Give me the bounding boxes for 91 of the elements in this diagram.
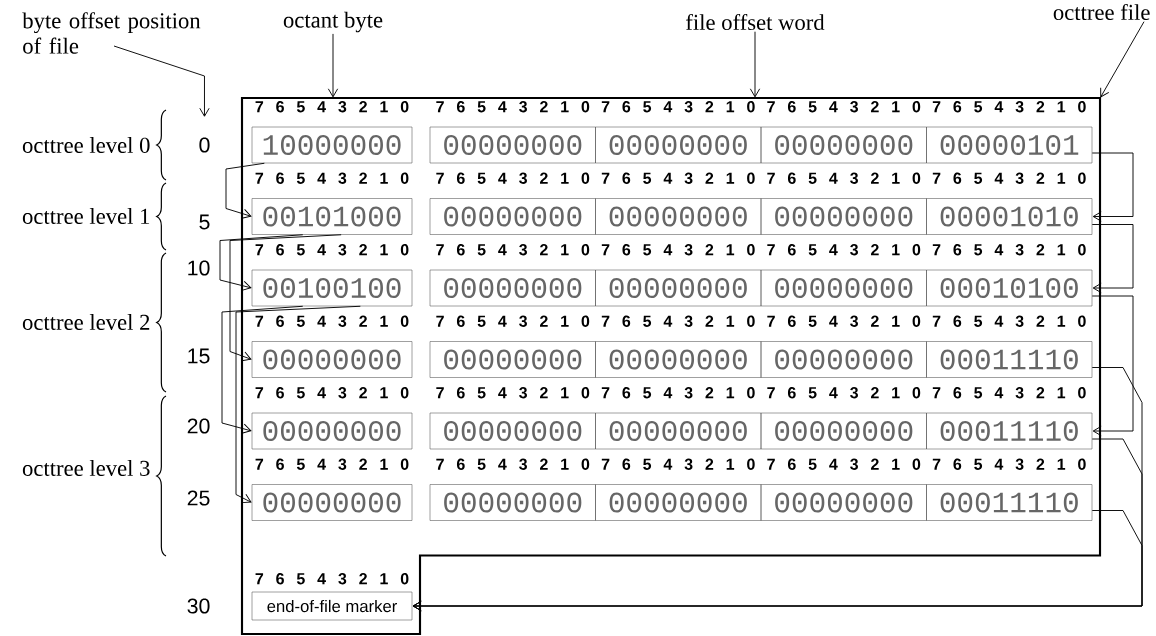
bit-numbers: 7 6 5 4 3 2 1 0 [767,315,921,327]
bit-numbers: 7 6 5 4 3 2 1 0 [932,315,1086,327]
byte-box: 10000000 [251,126,413,164]
arrow [1091,295,1134,437]
byte-box: 00001010 [926,198,1093,235]
level-label: octtree level 3 [22,460,150,476]
byte-box: 00010100 [926,269,1093,307]
bit-numbers: 7 6 5 4 3 2 1 0 [932,458,1086,470]
byte-box: 00000000 [595,198,762,235]
byte-offset: 30 [187,598,210,614]
leader-line [113,45,210,117]
byte-box: 00000000 [760,269,927,307]
byte-offset: 25 [187,490,210,506]
bit-numbers: 7 6 5 4 3 2 1 0 [932,244,1086,256]
byte-box: 00000000 [595,269,762,307]
byte-box: 00000000 [595,484,762,521]
level-label: octtree level 0 [22,137,150,153]
byte-offset: 20 [187,418,210,434]
byte-box: 00000101 [926,126,1093,164]
arrow [221,305,304,434]
byte-offset: 0 [199,137,210,153]
byte-box: 00000000 [760,126,927,164]
byte-box: 00000000 [760,484,927,521]
byte-box: 00000000 [429,484,596,521]
bit-numbers: 7 6 5 4 3 2 1 0 [932,172,1086,184]
bit-numbers: 7 6 5 4 3 2 1 0 [436,387,590,399]
bit-numbers: 7 6 5 4 3 2 1 0 [767,458,921,470]
annotation-text: file offset word [686,13,825,31]
byte-box: 00000000 [429,269,596,307]
leader-line [1100,21,1145,98]
byte-box: 00011110 [926,484,1093,521]
leader-line [749,31,761,98]
level-label: octtree level 1 [22,208,150,224]
bit-numbers: 7 6 5 4 3 2 1 0 [436,244,590,256]
arrow [1091,224,1134,294]
bit-numbers: 7 6 5 4 3 2 1 0 [255,458,409,470]
byte-box: 00000000 [760,341,927,378]
byte-box: 00000000 [595,412,762,450]
byte-box: 00011110 [926,341,1093,378]
bit-numbers: 7 6 5 4 3 2 1 0 [767,244,921,256]
byte-box: 00000000 [760,412,927,450]
arrow [219,234,304,291]
arrow [1091,152,1134,222]
byte-box: 00101000 [251,198,413,235]
byte-box: 00100100 [251,269,413,307]
bit-numbers: 7 6 5 4 3 2 1 0 [255,172,409,184]
byte-box: 00000000 [251,484,413,521]
byte-offset: 5 [199,214,210,230]
bit-numbers: 7 6 5 4 3 2 1 0 [601,244,755,256]
bit-numbers: 7 6 5 4 3 2 1 0 [932,387,1086,399]
byte-box: 00000000 [595,341,762,378]
arrow [235,305,361,504]
bit-numbers: 7 6 5 4 3 2 1 0 [255,244,409,256]
bit-numbers: 7 6 5 4 3 2 1 0 [436,172,590,184]
byte-box: 00000000 [760,198,927,235]
byte-box: 00000000 [251,341,413,378]
byte-offset: 10 [188,260,210,276]
byte-box: 00000000 [429,198,596,235]
bit-numbers: 7 6 5 4 3 2 1 0 [767,387,921,399]
byte-box: 00000000 [595,126,762,164]
arrow [225,162,265,219]
annotation-text: octtree file [1053,3,1150,21]
leader-line [327,33,339,98]
byte-box: 00000000 [429,341,596,378]
byte-offset: 15 [188,348,210,364]
bit-numbers: 7 6 5 4 3 2 1 0 [436,101,590,113]
byte-box: 00000000 [251,412,413,450]
bit-numbers: 7 6 5 4 3 2 1 0 [767,172,921,184]
end-marker-box: end-of-file marker [251,591,413,621]
byte-box: 00000000 [429,412,596,450]
bit-numbers: 7 6 5 4 3 2 1 0 [601,315,755,327]
bit-numbers: 7 6 5 4 3 2 1 0 [601,101,755,113]
bit-numbers: 7 6 5 4 3 2 1 0 [932,101,1086,113]
bit-numbers: 7 6 5 4 3 2 1 0 [255,315,409,327]
annotation-text: octant byte [283,11,383,33]
bit-numbers: 7 6 5 4 3 2 1 0 [255,387,409,399]
annotation-text: byte offset position of file [22,12,201,54]
byte-box: 00011110 [926,412,1093,450]
byte-box: 00000000 [429,126,596,164]
level-label: octtree level 2 [22,314,150,330]
arrow [412,510,1143,612]
bit-numbers: 7 6 5 4 3 2 1 0 [601,387,755,399]
bit-numbers: 7 6 5 4 3 2 1 0 [601,172,755,184]
bit-numbers: 7 6 5 4 3 2 1 0 [601,458,755,470]
bit-numbers: 7 6 5 4 3 2 1 0 [255,101,409,113]
file-outline [240,96,1102,636]
arrow [229,234,342,362]
bit-numbers: 7 6 5 4 3 2 1 0 [255,573,409,585]
bit-numbers: 7 6 5 4 3 2 1 0 [436,458,590,470]
bit-numbers: 7 6 5 4 3 2 1 0 [436,315,590,327]
bit-numbers: 7 6 5 4 3 2 1 0 [767,101,921,113]
